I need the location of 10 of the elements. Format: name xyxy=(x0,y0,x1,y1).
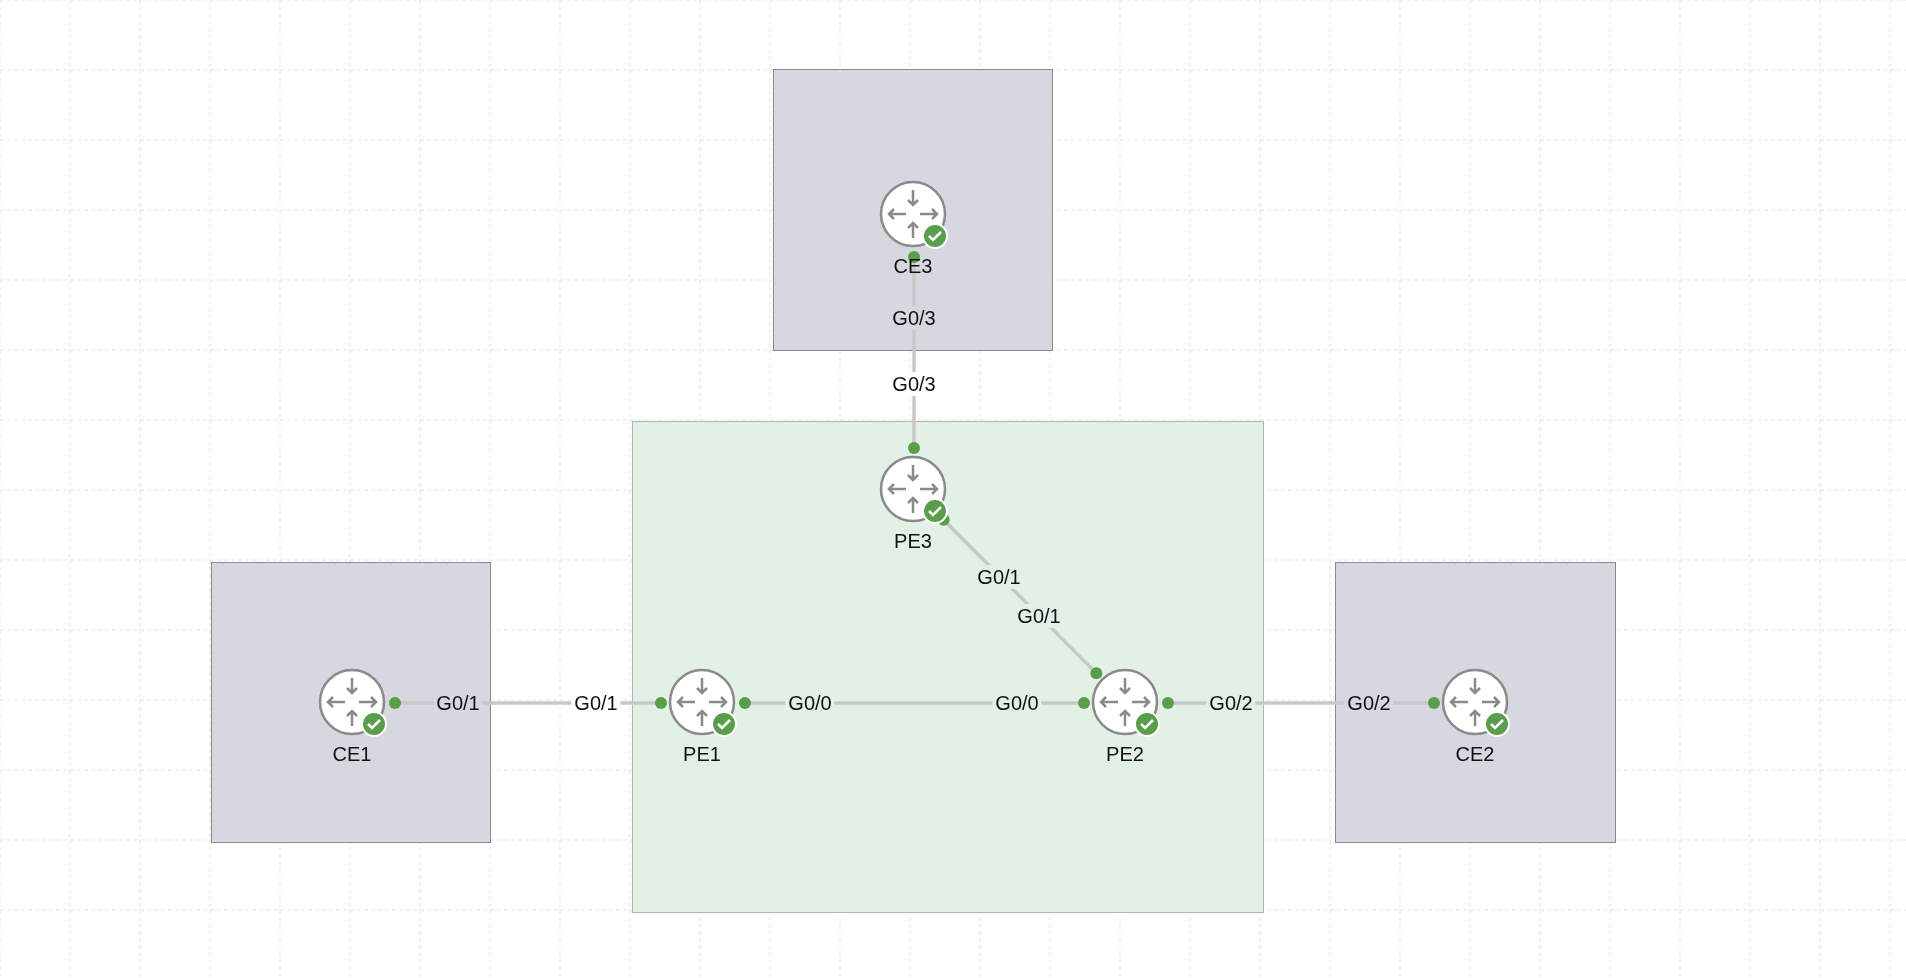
site-box xyxy=(1335,562,1616,843)
device-label: PE1 xyxy=(682,742,722,766)
core-network-box xyxy=(632,421,1264,913)
device-label: PE3 xyxy=(893,529,933,553)
device-label: PE2 xyxy=(1105,742,1145,766)
device-label: CE2 xyxy=(1454,742,1496,766)
device-label: CE1 xyxy=(331,742,373,766)
site-box xyxy=(211,562,491,843)
device-label: CE3 xyxy=(892,254,934,278)
site-box xyxy=(773,69,1053,351)
